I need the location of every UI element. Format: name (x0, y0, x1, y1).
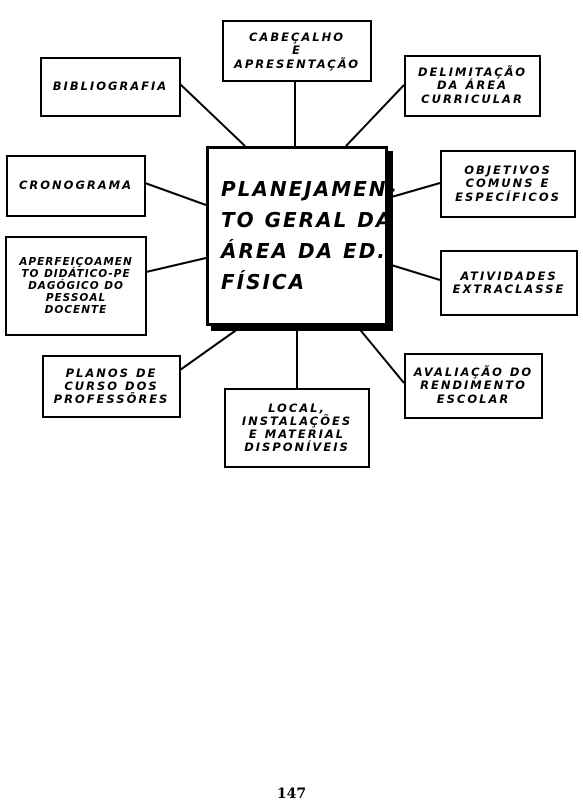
connector-delimitacao (345, 84, 405, 147)
node-objetivos: OBJETIVOS COMUNS E ESPECÍFICOS (440, 150, 576, 218)
node-line: ATIVIDADES (460, 268, 558, 283)
node-line: BIBLIOGRAFIA (52, 79, 169, 94)
node-line: DA ÁREA (437, 78, 508, 93)
node-line: DOCENTE (44, 304, 108, 317)
node-cronograma: CRONOGRAMA (6, 155, 146, 217)
connector-planos (179, 325, 243, 371)
node-line: EXTRACLASSE (452, 282, 566, 296)
node-atividades: ATIVIDADES EXTRACLASSE (440, 250, 578, 316)
central-line: FÍSICA (221, 270, 307, 294)
node-line: LOCAL, (268, 400, 326, 415)
node-line: APRESENTAÇÃO (233, 56, 361, 71)
node-line: E MATERIAL (248, 427, 346, 441)
node-line: CURSO DOS (64, 378, 159, 393)
node-line: AVALIAÇÃO DO (413, 365, 534, 380)
central-node: PLANEJAMEN- TO GERAL DA ÁREA DA ED. FÍSI… (206, 146, 396, 326)
node-aperfeicoamento: APERFEIÇOAMEN TO DIDÁTICO-PE DAGÓGICO DO… (5, 236, 147, 336)
node-line: INSTALAÇÕES (241, 413, 353, 428)
connector-objetivos (387, 182, 441, 199)
node-line: TO DIDÁTICO-PE (21, 267, 131, 280)
node-line: PESSOAL (45, 292, 107, 305)
node-line: CRONOGRAMA (18, 178, 133, 193)
node-line: APERFEIÇOAMEN (19, 255, 133, 268)
node-line: CABEÇALHO (248, 30, 346, 45)
connector-bibliografia (179, 83, 246, 147)
central-line: PLANEJAMEN- (221, 177, 398, 201)
connector-atividades (387, 263, 441, 281)
node-planos: PLANOS DE CURSO DOS PROFESSÔRES (42, 355, 181, 418)
node-avaliacao: AVALIAÇÃO DO RENDIMENTO ESCOLAR (404, 353, 543, 419)
node-cabecalho: CABEÇALHO E APRESENTAÇÃO (222, 20, 372, 82)
node-line: E (292, 43, 302, 58)
node-line: OBJETIVOS (464, 163, 552, 178)
node-line: PROFESSÔRES (53, 392, 170, 407)
connector-avaliacao (356, 325, 405, 384)
node-line: PLANOS DE (65, 365, 158, 380)
central-line: TO GERAL DA (221, 208, 394, 232)
node-line: DELIMITAÇÃO (418, 65, 527, 80)
node-local: LOCAL, INSTALAÇÕES E MATERIAL DISPONÍVEI… (224, 388, 370, 468)
node-delimitacao: DELIMITAÇÃO DA ÁREA CURRICULAR (404, 55, 541, 117)
node-line: RENDIMENTO (420, 378, 527, 393)
node-line: CURRICULAR (421, 91, 524, 106)
node-line: ESPECÍFICOS (455, 189, 561, 204)
connector-cronograma (144, 182, 207, 206)
connector-aperfeicoamento (145, 257, 207, 273)
node-line: ESCOLAR (436, 391, 511, 406)
page-number: 147 (276, 786, 307, 802)
central-line: ÁREA DA ED. (221, 239, 387, 263)
node-line: DAGÓGICO DO (28, 279, 124, 292)
node-line: DISPONÍVEIS (244, 440, 350, 455)
node-bibliografia: BIBLIOGRAFIA (40, 57, 181, 117)
node-line: COMUNS E (465, 176, 551, 191)
